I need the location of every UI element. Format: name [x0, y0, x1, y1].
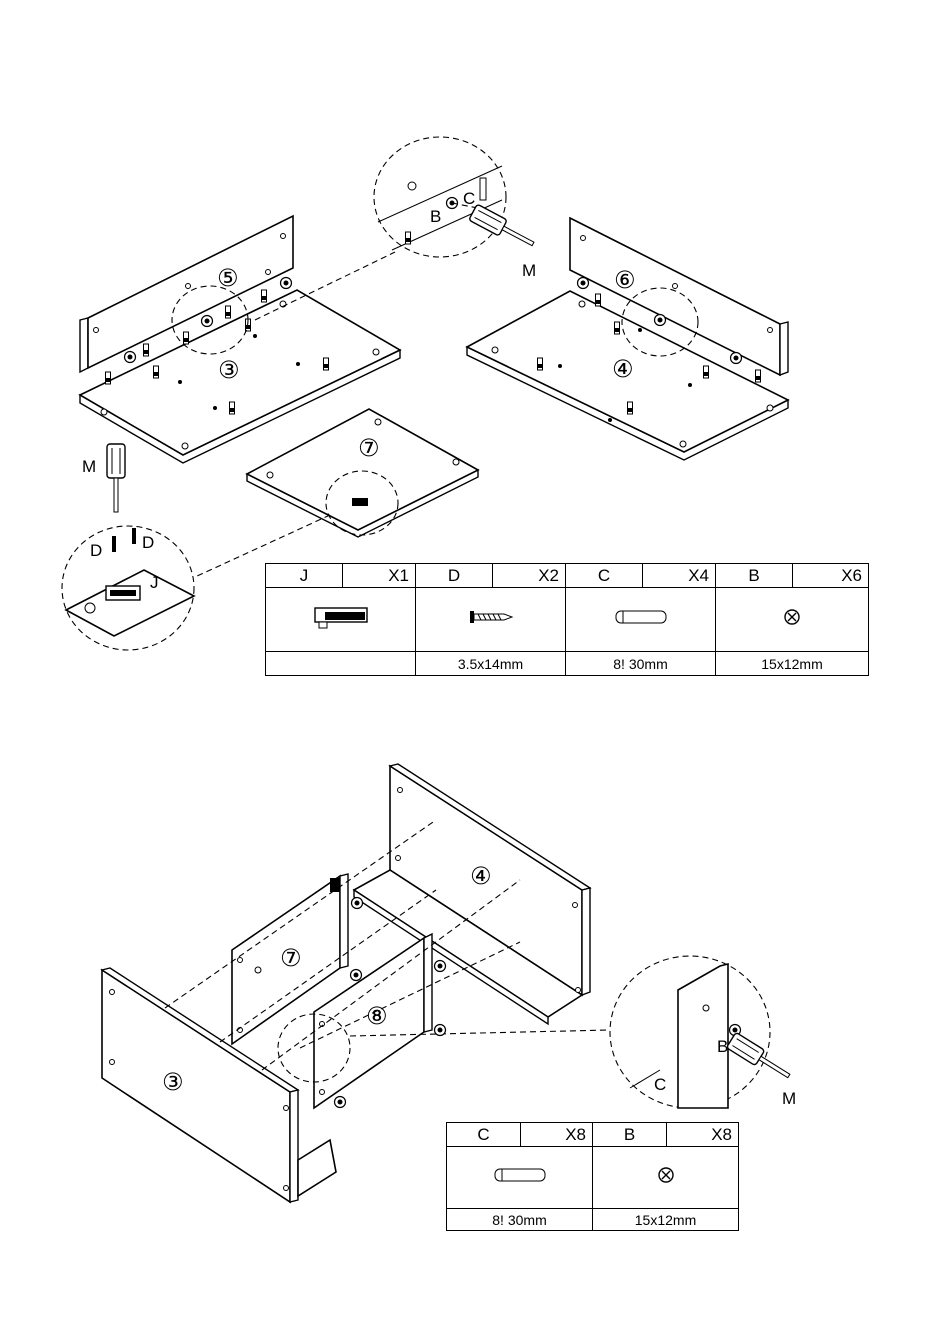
- part-size: 8! 30mm: [447, 1209, 593, 1231]
- label-step2-panel-8: ⑧: [366, 1002, 388, 1030]
- callout-m-left: M: [82, 457, 96, 476]
- label-step2-panel-4: ④: [470, 862, 492, 890]
- callout-m-top: M: [522, 261, 536, 280]
- part-size: 8! 30mm: [566, 652, 716, 676]
- callout-d-right: D: [142, 533, 154, 552]
- callout-j: J: [150, 573, 159, 592]
- cam-lock-icon: [716, 588, 869, 652]
- screwdriver-icon: [469, 204, 537, 252]
- part-qty: X6: [793, 564, 869, 588]
- part-size: 3.5x14mm: [416, 652, 566, 676]
- label-panel-5: ⑤: [217, 264, 239, 292]
- part-size: 15x12mm: [593, 1209, 739, 1231]
- part-qty: X4: [643, 564, 716, 588]
- part-code: C: [566, 564, 643, 588]
- cam-lock-icon: [593, 1147, 739, 1209]
- panel-7: [247, 409, 478, 537]
- screwdriver-step2-icon: [726, 1032, 793, 1083]
- part-code: J: [266, 564, 343, 588]
- detail-circle-top: [374, 137, 506, 257]
- callout-b: B: [430, 207, 441, 226]
- detail-circle-bottom: [62, 526, 194, 650]
- callout-step2-m: M: [782, 1089, 796, 1108]
- callout-step2-b: B: [717, 1037, 728, 1056]
- label-panel-6: ⑥: [614, 266, 636, 294]
- part-code: B: [716, 564, 793, 588]
- part-size: [266, 652, 416, 676]
- part-size: 15x12mm: [716, 652, 869, 676]
- label-panel-7: ⑦: [358, 434, 380, 462]
- part-qty: X2: [493, 564, 566, 588]
- callout-c: C: [463, 189, 475, 208]
- panel-3-assembly: [102, 968, 336, 1202]
- callout-d-left: D: [90, 541, 102, 560]
- detail-circle-right: [610, 956, 770, 1108]
- label-step2-panel-7: ⑦: [280, 944, 302, 972]
- part-qty: X8: [667, 1123, 739, 1147]
- parts-table-step2: C X8 B X8 8! 30mm 15x12mm: [446, 1122, 739, 1231]
- screwdriver-left-icon: [107, 444, 125, 512]
- dowel-icon: [447, 1147, 593, 1209]
- part-code: C: [447, 1123, 521, 1147]
- catch-icon: [266, 588, 416, 652]
- part-code: B: [593, 1123, 667, 1147]
- parts-table-step1: J X1 D X2 C X4 B X6 3.5x14mm 8! 30mm 15x…: [265, 563, 869, 676]
- part-qty: X8: [521, 1123, 593, 1147]
- label-panel-3: ③: [218, 356, 240, 384]
- screw-icon: [416, 588, 566, 652]
- callout-step2-c: C: [654, 1075, 666, 1094]
- part-qty: X1: [343, 564, 416, 588]
- part-code: D: [416, 564, 493, 588]
- label-step2-panel-3: ③: [162, 1068, 184, 1096]
- dowel-icon: [566, 588, 716, 652]
- label-panel-4: ④: [612, 355, 634, 383]
